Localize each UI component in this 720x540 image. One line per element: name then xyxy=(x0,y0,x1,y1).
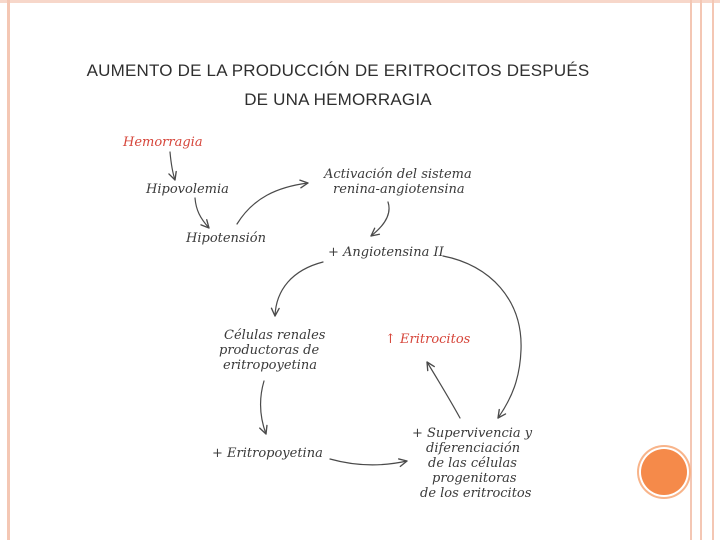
node-eritropoyetina: + Eritropoyetina xyxy=(212,446,323,461)
arrow-angiotensina-to-supervivencia xyxy=(442,255,522,419)
arrow-eritropoyetina-to-supervivencia xyxy=(329,458,408,468)
node-hipotension: Hipotensión xyxy=(185,231,266,246)
orange-circle-decoration xyxy=(641,449,687,495)
right-border-line xyxy=(700,0,702,540)
arrow-activacion-to-angiotensina xyxy=(370,201,390,237)
node-hemorragia: Hemorragia xyxy=(122,135,203,150)
right-border-line xyxy=(712,0,714,540)
node-supervivencia-line-1: + Supervivencia y xyxy=(412,426,533,441)
node-supervivencia-line-3: de las células xyxy=(428,456,517,471)
top-border xyxy=(0,0,720,3)
node-hipovolemia: Hipovolemia xyxy=(145,182,229,197)
slide-title-line-2: DE UNA HEMORRAGIA xyxy=(244,90,432,109)
node-celulas-line-3: eritropoyetina xyxy=(223,358,317,373)
node-celulas-line-2: productoras de xyxy=(219,343,319,358)
node-activacion-line-1: Activación del sistema xyxy=(323,167,472,182)
node-supervivencia-line-5: de los eritrocitos xyxy=(420,486,532,501)
arrow-supervivencia-to-eritrocitos xyxy=(426,361,461,419)
node-supervivencia-line-4: progenitoras xyxy=(432,471,517,486)
arrow-celulas-to-eritropoyetina xyxy=(259,380,268,435)
node-activacion-line-2: renina-angiotensina xyxy=(333,182,465,197)
node-celulas-line-1: Células renales xyxy=(224,328,326,343)
node-angiotensina: + Angiotensina II xyxy=(328,245,445,260)
right-border-line xyxy=(690,0,692,540)
slide-title-line-1: AUMENTO DE LA PRODUCCIÓN DE ERITROCITOS … xyxy=(86,61,590,80)
arrow-hipotension-to-activacion xyxy=(236,179,309,225)
slide-title: AUMENTO DE LA PRODUCCIÓN DE ERITROCITOS … xyxy=(18,56,658,114)
node-supervivencia-line-2: diferenciación xyxy=(426,441,520,456)
arrow-angiotensina-to-celulas xyxy=(270,261,324,317)
node-eritrocitos: ↑ Eritrocitos xyxy=(385,332,471,347)
left-border-line xyxy=(7,0,10,540)
arrow-hipovolemia-to-hipotension xyxy=(194,197,210,229)
arrow-hemorragia-to-hipovolemia xyxy=(168,151,177,181)
